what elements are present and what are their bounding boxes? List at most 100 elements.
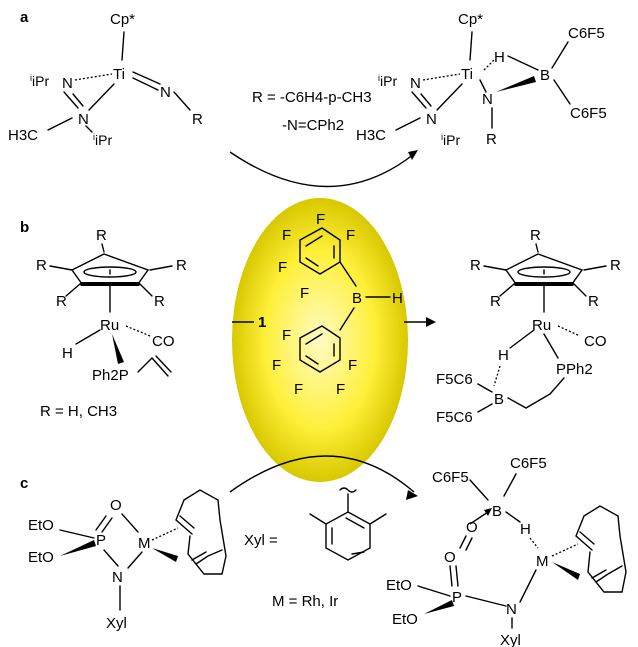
nitrogen-label: N (482, 91, 493, 108)
fluorine-label: F (282, 227, 291, 244)
fluorine-label: F (316, 211, 325, 228)
r-label: R (486, 131, 497, 148)
nitrogen-label: N (62, 75, 73, 92)
panel-a-product: Cp* iiPr N Ti N iiPr H3C H B C6F5 C6F5 N (356, 11, 607, 148)
r-definition: R = H, CH3 (40, 403, 117, 420)
panel-b-label: b (20, 219, 29, 236)
r-label: R (56, 293, 67, 310)
nitrogen-label: N (112, 569, 123, 586)
titanium-label: Ti (461, 66, 473, 83)
borane-highlight (232, 198, 408, 482)
panel-b-product: R R R R R Ru CO H PPh2 B (436, 227, 621, 426)
m-definition: M = Rh, Ir (272, 593, 338, 610)
oxygen-label: O (110, 497, 122, 514)
phosphorus-label: P (452, 589, 462, 606)
nitrogen-label: N (426, 111, 437, 128)
panel-a: a Cp* iiPr N Ti N iiPr H3C N R R = -C6H4… (8, 9, 607, 148)
ipr-label: iiPr (378, 73, 397, 89)
cp-star-label: Cp* (110, 11, 135, 28)
eto-label: EtO (392, 611, 418, 628)
conditions-line-1: R = -C6H4-p-CH3 (252, 89, 372, 106)
xyl-definition: Xyl = M = Rh, Ir (244, 487, 387, 610)
panel-c-label: c (20, 475, 28, 492)
boron-label: B (494, 391, 504, 408)
hydride-label: H (392, 290, 403, 307)
eto-label: EtO (28, 549, 54, 566)
upper-arrowhead (408, 150, 418, 160)
fluorine-label: F (278, 259, 287, 276)
r-label: R (610, 257, 621, 274)
f5c6-label: F5C6 (436, 409, 473, 426)
xyl-label: Xyl (106, 615, 127, 632)
fluorine-label: F (272, 357, 281, 374)
panel-c: c O P M EtO EtO N Xyl Xyl = (20, 455, 627, 647)
ipr-label: iiPr (30, 73, 49, 89)
c6f5-label: C6F5 (570, 105, 607, 122)
panel-b: b R R R R R Ru CO H Ph2P (20, 219, 621, 426)
panel-a-label: a (20, 9, 29, 26)
lower-arrowhead (406, 490, 418, 500)
f5c6-label: F5C6 (436, 371, 473, 388)
lower-curved-arrow (229, 455, 415, 493)
nitrogen-label: N (78, 111, 89, 128)
panel-b-reactant: R R R R R Ru CO H Ph2P R = H, CH3 (36, 227, 187, 420)
cp-star-label: Cp* (458, 11, 483, 28)
fluorine-label: F (348, 357, 357, 374)
pph2-label: PPh2 (556, 361, 593, 378)
nitrogen-label: N (160, 84, 171, 101)
catalyst-number: 1 (258, 314, 266, 331)
fluorine-label: F (282, 327, 291, 344)
hydride-label: H (494, 49, 505, 66)
h3c-label: H3C (8, 127, 38, 144)
ruthenium-label: Ru (532, 317, 551, 334)
oxygen-label: O (444, 549, 456, 566)
h3c-label: H3C (356, 127, 386, 144)
xyl-definition-label: Xyl = (244, 532, 278, 549)
r-label: R (96, 227, 107, 244)
r-label: R (530, 227, 541, 244)
r-label: R (36, 257, 47, 274)
panel-a-reactant: Cp* iiPr N Ti N iiPr H3C N R (8, 11, 203, 148)
c6f5-label: C6F5 (568, 25, 605, 42)
r-label: R (154, 293, 165, 310)
hydride-label: H (520, 521, 531, 538)
ph2p-label: Ph2P (92, 367, 129, 384)
ipr-label: iiPr (441, 132, 460, 148)
r-label: R (490, 293, 501, 310)
fluorine-label: F (294, 381, 303, 398)
ruthenium-label: Ru (100, 317, 119, 334)
boron-label: B (540, 67, 550, 84)
hydride-label: H (62, 345, 73, 362)
boron-label: B (352, 290, 362, 307)
fluorine-label: F (300, 285, 309, 302)
ipr-label: iiPr (93, 132, 112, 148)
fluorine-label: F (336, 381, 345, 398)
co-label: CO (584, 333, 607, 350)
metal-label: M (138, 535, 151, 552)
panel-c-reactant: O P M EtO EtO N Xyl (28, 489, 227, 632)
panel-c-product: C6F5 C6F5 B H M O O P EtO EtO N (386, 455, 627, 647)
r-label: R (176, 257, 187, 274)
xyl-label: Xyl (500, 632, 521, 647)
borane-1: F F F F F B H F F F F F (272, 211, 403, 398)
r-label: R (588, 293, 599, 310)
c6f5-label: C6F5 (432, 469, 469, 486)
phosphorus-label: P (96, 532, 106, 549)
co-label: CO (152, 333, 175, 350)
eto-label: EtO (28, 517, 54, 534)
hydride-label: H (498, 347, 509, 364)
nitrogen-label: N (410, 75, 421, 92)
oxygen-label: O (466, 519, 478, 536)
r-label: R (470, 257, 481, 274)
horizontal-arrowhead (426, 317, 436, 327)
upper-curved-arrow (229, 151, 415, 188)
fluorine-label: F (346, 227, 355, 244)
r-label: R (192, 111, 203, 128)
eto-label: EtO (386, 577, 412, 594)
c6f5-label: C6F5 (510, 455, 547, 472)
boron-label: B (492, 503, 502, 520)
nitrogen-label: N (506, 601, 517, 618)
conditions-line-2: -N=CPh2 (282, 117, 344, 134)
titanium-label: Ti (113, 66, 125, 83)
